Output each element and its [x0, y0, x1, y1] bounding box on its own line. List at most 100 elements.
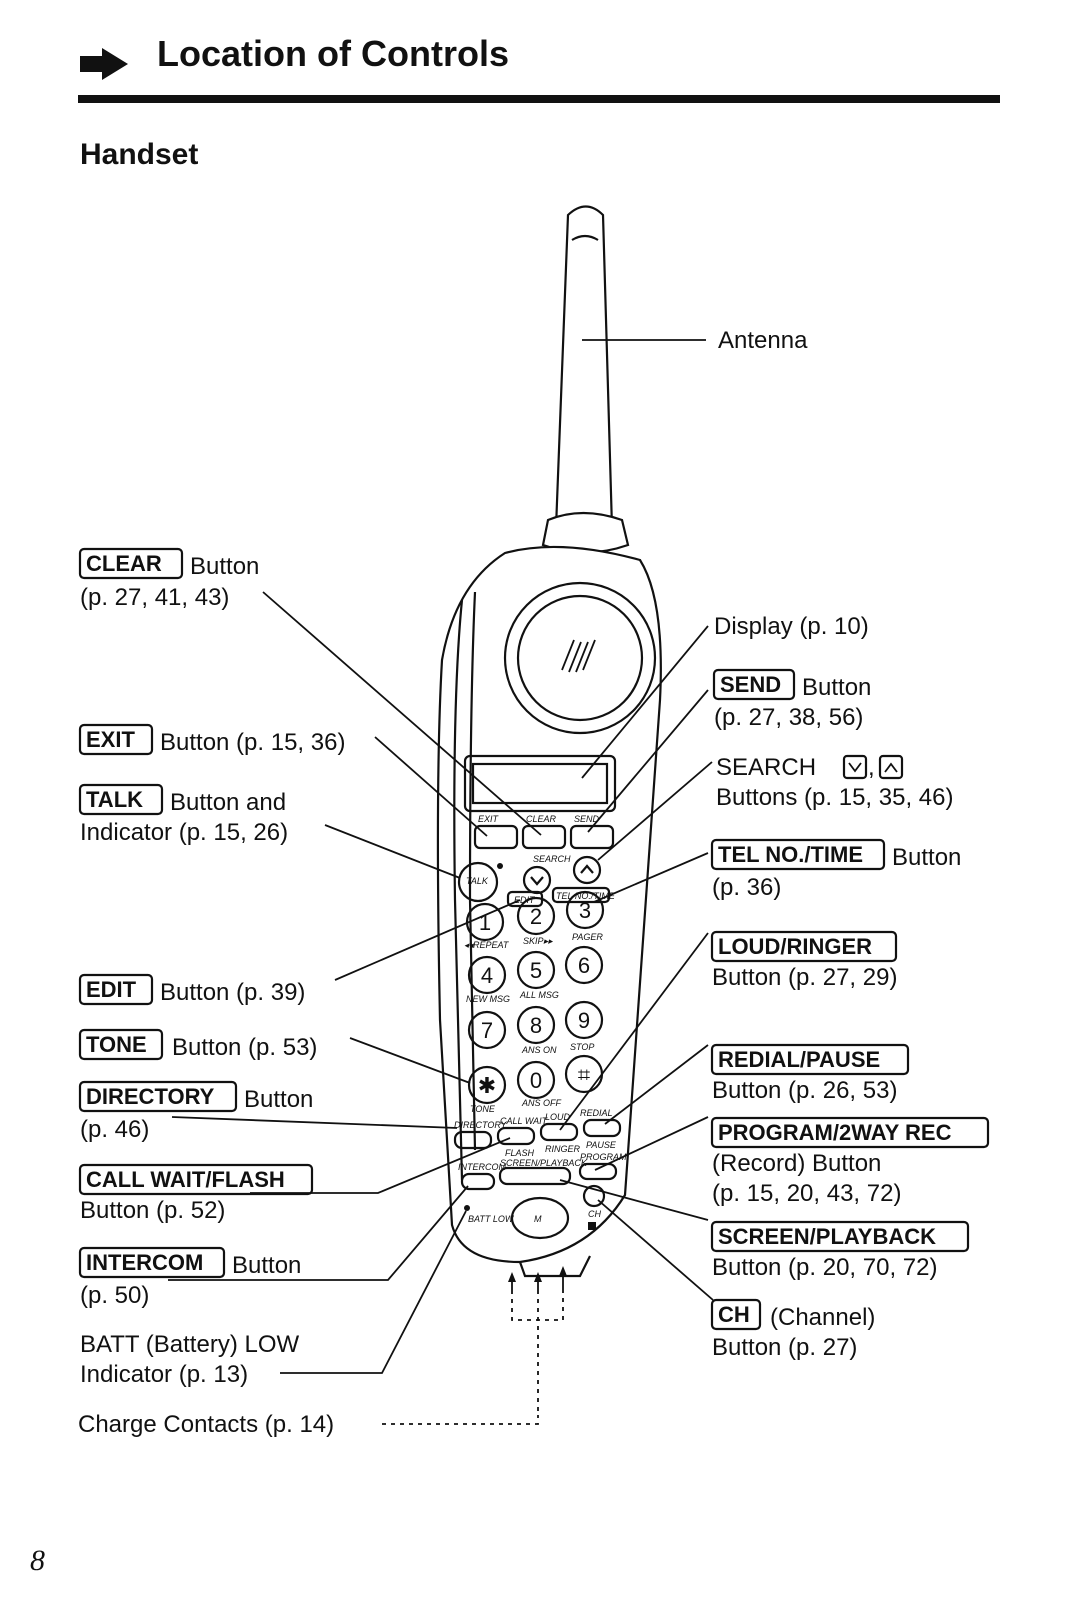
callout-talk: TALK Button and Indicator (p. 15, 26) [78, 783, 288, 846]
intercom-key-box [78, 1246, 226, 1279]
send-key-label: SEND [574, 814, 600, 824]
intercom-leader [168, 1185, 469, 1281]
ch-key-name: CH [718, 1302, 750, 1327]
key-9[interactable] [564, 1000, 604, 1040]
batt-low-leader [280, 1210, 467, 1374]
redial-pause-key[interactable] [582, 1118, 622, 1138]
section-title: Handset [80, 138, 198, 171]
intercom-small-label: INTERCOM [458, 1162, 507, 1172]
redial-text-1: Button (p. 26, 53) [712, 1077, 897, 1104]
key-star[interactable] [467, 1065, 507, 1105]
talk-text-1: Button and [170, 789, 286, 816]
key-3[interactable] [565, 890, 605, 930]
key-6-label: 6 [578, 953, 590, 978]
intercom-key-name: INTERCOM [86, 1250, 203, 1275]
ans-on-label: ANS ON [521, 1045, 557, 1055]
callout-exit: EXIT Button (p. 15, 36) [78, 723, 345, 756]
key-7-label: 7 [481, 1018, 493, 1043]
key-8[interactable] [516, 1005, 556, 1045]
clear-leader [262, 591, 542, 836]
ch-text-1: (Channel) [770, 1304, 875, 1331]
intercom-text-2: (p. 50) [80, 1282, 149, 1309]
keypad: 1 2 3 ◂◂REPEAT SKIP▸▸ PAGER 4 5 6 NEW MS… [464, 890, 605, 1114]
new-msg-label: NEW MSG [466, 994, 510, 1004]
charge-contact-square [588, 1222, 596, 1230]
screen-leader [559, 1179, 709, 1221]
loud-key-name: LOUD/RINGER [718, 934, 872, 959]
search-up-button[interactable] [572, 855, 602, 885]
screen-text-1: Button (p. 20, 70, 72) [712, 1254, 937, 1281]
callout-loud: LOUD/RINGER Button (p. 27, 29) [710, 930, 897, 991]
callout-charge: Charge Contacts (p. 14) [78, 1411, 334, 1438]
talk-key-name: TALK [86, 787, 143, 812]
ans-off-label: ANS OFF [521, 1098, 562, 1108]
key-3-label: 3 [579, 898, 591, 923]
key-7[interactable] [467, 1010, 507, 1050]
key-5[interactable] [516, 950, 556, 990]
call-wait-flash-key[interactable] [496, 1126, 536, 1146]
callout-edit: EDIT Button (p. 39) [78, 973, 305, 1006]
tone-key-box [78, 1028, 164, 1061]
tel-no-key-name: TEL NO./TIME [718, 842, 863, 867]
edit-key-label: EDIT [514, 895, 536, 905]
charge-leader [382, 1415, 539, 1425]
search-up-icon [878, 754, 904, 780]
page-title: Location of Controls [157, 33, 509, 74]
intercom-key[interactable] [460, 1172, 496, 1191]
batt-low-indicator [464, 1205, 470, 1211]
screen-key-name: SCREEN/PLAYBACK [718, 1224, 936, 1249]
stop-label: STOP [570, 1042, 594, 1052]
redial-key-box [710, 1043, 910, 1076]
talk-leader [324, 824, 461, 879]
callout-ch: CH (Channel) Button (p. 27) [710, 1298, 875, 1361]
batt-low-text-1: BATT (Battery) LOW [80, 1331, 299, 1358]
directory-text-1: Button [244, 1086, 313, 1113]
callout-intercom: INTERCOM Button (p. 50) [78, 1246, 301, 1309]
exit-text-1: Button (p. 15, 36) [160, 729, 345, 756]
callout-screen: SCREEN/PLAYBACK Button (p. 20, 70, 72) [710, 1220, 970, 1281]
key-4[interactable] [467, 955, 507, 995]
search-text-1: SEARCH [716, 754, 816, 781]
call-wait-text-1: Button (p. 52) [80, 1197, 225, 1224]
clear-text-1: Button [190, 553, 259, 580]
loud-ringer-key[interactable] [539, 1122, 579, 1142]
pager-label: PAGER [572, 932, 603, 942]
exit-key-box [78, 723, 154, 756]
search-leader [597, 761, 713, 861]
screen-playback-key[interactable] [498, 1166, 572, 1186]
charge-contact-arrows [508, 1266, 567, 1415]
tel-no-leader [593, 852, 709, 903]
program-leader [594, 1116, 709, 1171]
callout-directory: DIRECTORY Button (p. 46) [78, 1080, 313, 1143]
antenna [554, 205, 614, 529]
tone-leader [349, 1037, 471, 1084]
redial-leader [604, 1044, 709, 1125]
intercom-text-1: Button [232, 1252, 301, 1279]
earpiece [503, 581, 657, 735]
batt-low-text-2: Indicator (p. 13) [80, 1361, 248, 1388]
program-key[interactable] [578, 1162, 618, 1181]
send-text-2: (p. 27, 38, 56) [714, 704, 863, 731]
directory-key-box [78, 1080, 238, 1113]
key-0[interactable] [516, 1060, 556, 1100]
leader-lines [168, 339, 714, 1425]
loud-leader [559, 932, 709, 1131]
key-8-label: 8 [530, 1013, 542, 1038]
handset: EXIT CLEAR SEND SEARCH TALK EDIT TEL NO.… [436, 205, 662, 1278]
call-wait-key-box [78, 1163, 314, 1196]
call-wait-key-name: CALL WAIT/FLASH [86, 1167, 285, 1192]
search-text-2: Buttons (p. 15, 35, 46) [716, 784, 953, 811]
edit-text-1: Button (p. 39) [160, 979, 305, 1006]
ch-key[interactable] [582, 1184, 606, 1208]
exit-key[interactable] [473, 824, 519, 850]
clear-key[interactable] [521, 824, 567, 850]
key-2[interactable] [516, 896, 556, 936]
screen-key-box [710, 1220, 970, 1253]
key-6[interactable] [564, 945, 604, 985]
callout-batt-low: BATT (Battery) LOW Indicator (p. 13) [80, 1331, 299, 1388]
display-screen [463, 754, 617, 813]
directory-key[interactable] [453, 1130, 493, 1150]
tel-no-text-1: Button [892, 844, 961, 871]
directory-text-2: (p. 46) [80, 1116, 149, 1143]
talk-button[interactable] [457, 861, 499, 903]
